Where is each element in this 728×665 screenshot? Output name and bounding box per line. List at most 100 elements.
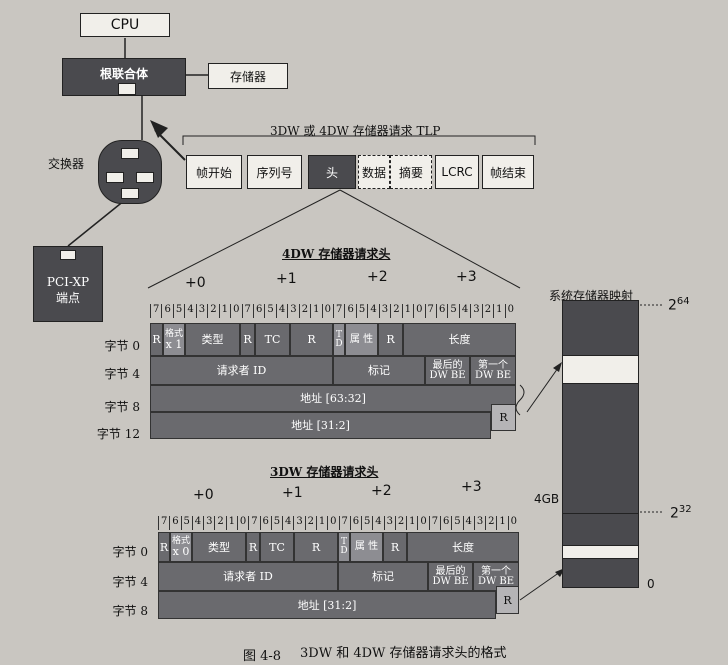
hdr4-last-be-field: 最后的 DW BE	[425, 356, 470, 385]
tlp-frame-start-label: 帧开始	[195, 165, 232, 180]
figure-caption: 3DW 和 4DW 存储器请求头的格式	[300, 646, 507, 661]
bit-number: 6	[440, 516, 451, 530]
bit-number: 5	[264, 304, 275, 318]
tlp-header: 头	[308, 155, 356, 189]
bit-number: 4	[191, 516, 203, 530]
memmap-top-label: 264	[668, 296, 690, 314]
bit-number: 5	[270, 516, 282, 530]
hdr3-type-field: 类型	[192, 532, 246, 562]
bit-number: 0	[236, 516, 248, 530]
bit-number: 7	[248, 516, 259, 530]
bit-number: 7	[150, 304, 161, 318]
hdr4-row1-label: 字节 4	[104, 367, 140, 381]
bit-number: 6	[161, 304, 172, 318]
hdr3-byte1: +1	[282, 485, 303, 501]
hdr3-fmt-label: 格式	[171, 536, 190, 546]
bit-number: 2	[481, 304, 493, 318]
bit-number: 7	[241, 304, 253, 318]
bit-number: 2	[214, 516, 225, 530]
tlp-seq: 序列号	[247, 155, 302, 189]
bit-number: 0	[327, 516, 338, 530]
hdr4-row2-label: 字节 8	[104, 400, 140, 414]
hdr3-tag-field: 标记	[338, 562, 428, 591]
hdr3-td-ep-field: T D	[338, 532, 350, 562]
memmap-block	[562, 300, 639, 357]
hdr3-length-field: 长度	[407, 532, 519, 562]
switch-port-icon	[121, 148, 139, 159]
root-complex-label: 根联合体	[99, 67, 148, 81]
bit-number: 0	[417, 516, 428, 530]
tlp-lcrc: LCRC	[435, 155, 479, 189]
tlp-digest-label: 摘要	[398, 165, 423, 180]
bit-number: 5	[172, 304, 184, 318]
tlp-title: 3DW 或 4DW 存储器请求 TLP	[270, 124, 441, 138]
bit-number: 5	[361, 516, 372, 530]
bit-number: 1	[315, 516, 327, 530]
bit-number: 0	[321, 304, 333, 318]
bit-number: 1	[496, 516, 507, 530]
bit-number: 6	[344, 304, 355, 318]
cpu-box: CPU	[80, 13, 170, 37]
bit-number: 4	[275, 304, 287, 318]
hdr4-first-be-field: 第一个 DW BE	[470, 356, 516, 385]
hdr4-r-field: R	[150, 323, 163, 356]
tlp-data-label: 数据	[361, 165, 386, 180]
bit-number: 5	[447, 304, 458, 318]
hdr4-td-label: T D	[335, 329, 343, 349]
bit-number: 3	[383, 516, 395, 530]
hdr3-r-field: R	[158, 532, 170, 562]
hdr3-addr-field: 地址 [31:2]	[158, 591, 496, 619]
hdr3-row0-label: 字节 0	[112, 545, 148, 559]
memory-label: 存储器	[229, 69, 266, 84]
bit-number: 2	[207, 304, 218, 318]
switch-port-icon	[136, 172, 154, 183]
hdr4-row3-label: 字节 12	[96, 427, 140, 441]
hdr4-byte0: +0	[185, 275, 206, 291]
hdr3-r-field: R	[246, 532, 260, 562]
hdr4-byte2: +2	[367, 269, 388, 285]
hdr4-addr-lo-field: 地址 [31:2]	[150, 412, 491, 439]
hdr3-row1-label: 字节 4	[112, 575, 148, 589]
hdr3-byte2: +2	[371, 483, 392, 499]
tlp-seq-label: 序列号	[256, 165, 293, 180]
bit-number: 4	[462, 516, 474, 530]
bit-number: 7	[158, 516, 169, 530]
hdr4-td-ep-field: T D	[333, 323, 345, 356]
bit-number: 4	[282, 516, 293, 530]
memory-box: 存储器	[208, 63, 288, 89]
tlp-frame-start: 帧开始	[186, 155, 242, 189]
hdr4-fmt-value: x 1	[165, 337, 183, 351]
hdr4-byte3: +3	[456, 269, 477, 285]
bit-number: 4	[372, 516, 383, 530]
memmap-zero-label: 0	[647, 577, 655, 591]
bit-number: 6	[259, 516, 271, 530]
bit-number: 3	[203, 516, 214, 530]
hdr4-fmt-label: 格式	[164, 328, 183, 339]
hdr3-fmt-value: x 0	[172, 545, 190, 558]
bit-number: 3	[293, 516, 304, 530]
bit-number: 4	[458, 304, 470, 318]
bit-number: 3	[473, 516, 485, 530]
hdr4-attr-field: 属 性	[345, 323, 378, 356]
root-port-icon	[118, 83, 136, 95]
endpoint-line2: 端点	[55, 290, 80, 305]
hdr3-tc-field: TC	[260, 532, 294, 562]
hdr3-byte3: +3	[461, 479, 482, 495]
bit-number: 3	[378, 304, 390, 318]
hdr3-title: 3DW 存储器请求头	[270, 465, 379, 479]
bit-number: 1	[406, 516, 417, 530]
memmap-mid-label: 232	[670, 504, 692, 522]
hdr4-r-field: R	[491, 404, 516, 431]
hdr4-r-field: R	[378, 323, 403, 356]
memmap-hole	[562, 355, 639, 385]
bit-number: 1	[493, 304, 504, 318]
memmap-top-exp: 64	[676, 296, 690, 307]
bit-number: 2	[298, 304, 310, 318]
bit-number: 2	[304, 516, 316, 530]
bit-number: 3	[195, 304, 207, 318]
bit-number: 2	[390, 304, 401, 318]
tlp-digest: 摘要	[390, 155, 432, 189]
tlp-data: 数据	[358, 155, 390, 189]
memmap-mid-exp: 32	[678, 504, 692, 515]
bit-number: 2	[394, 516, 406, 530]
